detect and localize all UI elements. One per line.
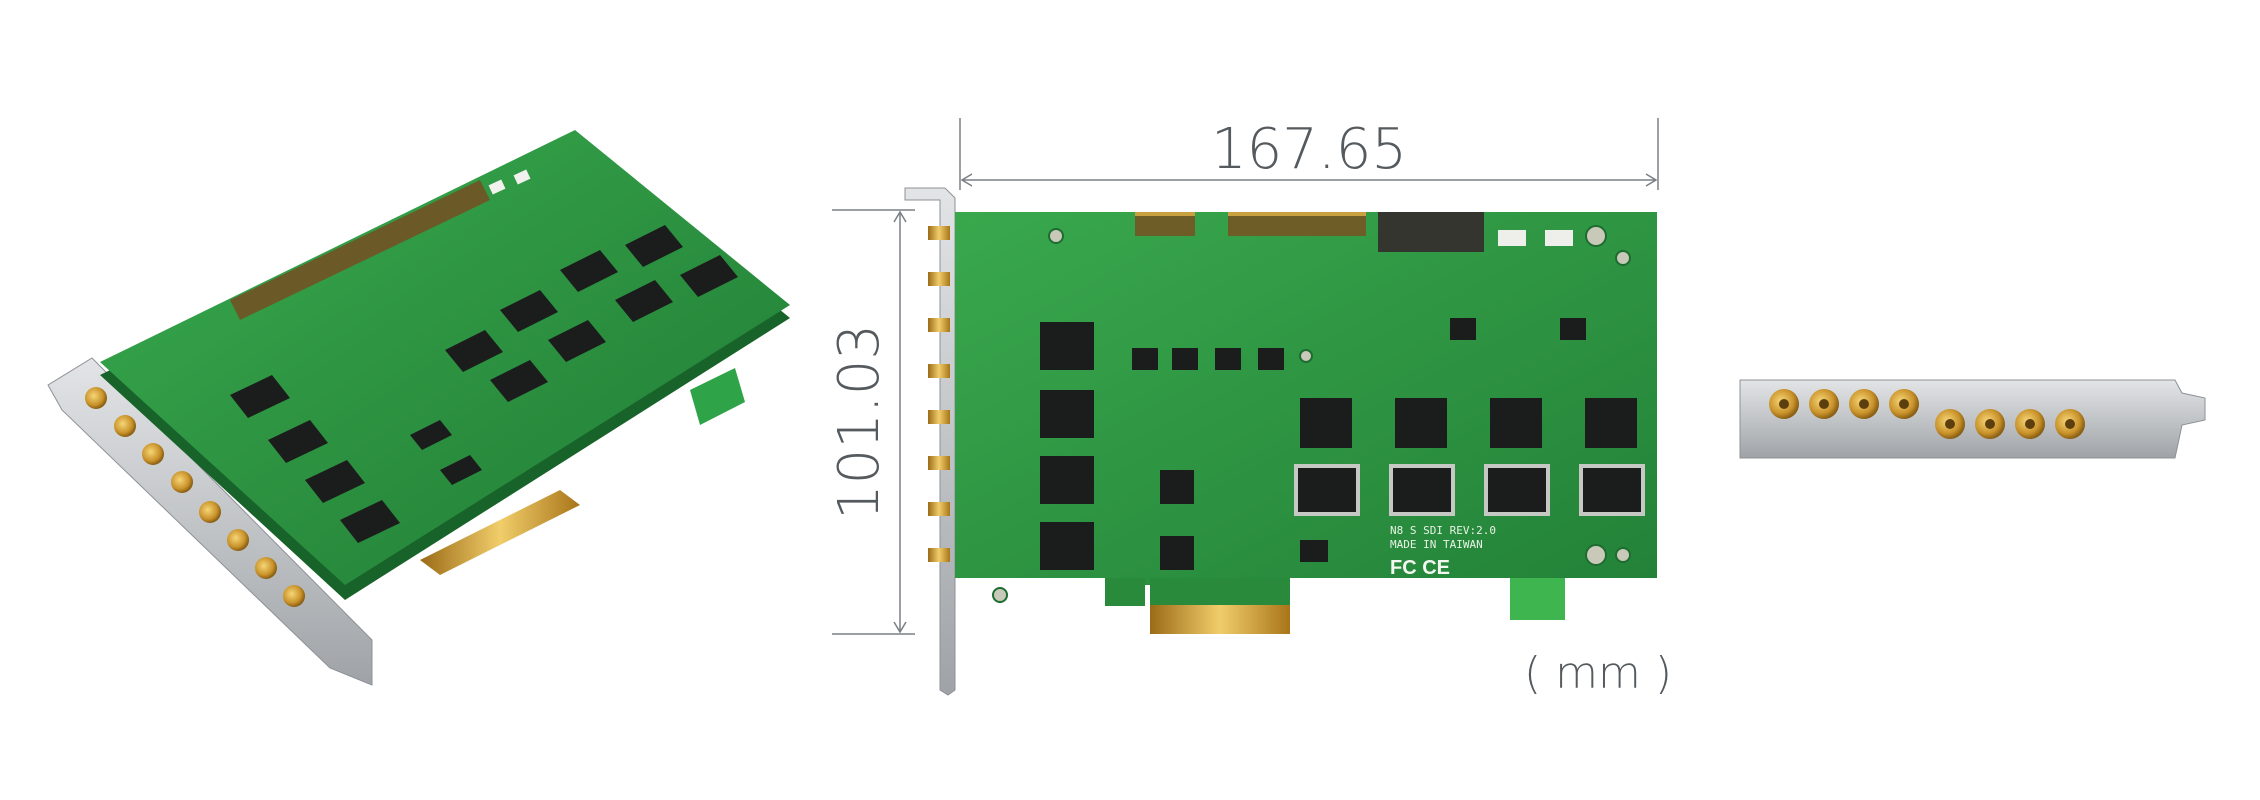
flat-sma-connectors (928, 226, 950, 562)
iso-chips (230, 225, 738, 543)
iso-board (100, 130, 790, 585)
left-column-chips (1040, 322, 1094, 570)
silkscreen-model: N8 S SDI REV:2.0 (1390, 524, 1496, 537)
iso-header-pins (230, 180, 490, 320)
misc-chips (1160, 318, 1586, 570)
silkscreen-cert-marks: FC CE (1390, 557, 1450, 579)
dimensioned-card-drawing: 167.65 101.03 ( mm ) (827, 117, 1672, 699)
white-connector-1 (1498, 230, 1526, 246)
header-pins (1135, 212, 1484, 252)
main-chip-grid (1294, 398, 1645, 516)
isometric-card-photo (47, 130, 790, 686)
height-label: 101.03 (827, 324, 892, 520)
unit-label: ( mm ) (1524, 648, 1672, 699)
width-label: 167.65 (1211, 117, 1407, 182)
bracket-sma-connectors (1769, 389, 2085, 439)
iso-pcie-fingers (420, 490, 580, 575)
small-row-chips (1132, 348, 1284, 370)
white-connector-2 (1545, 230, 1573, 246)
iso-connector-1 (488, 179, 506, 195)
height-dimension (832, 209, 915, 635)
flat-bracket (904, 187, 956, 696)
iso-connector-2 (513, 169, 531, 185)
width-dimension (959, 118, 1659, 190)
silkscreen-origin: MADE IN TAIWAN (1390, 538, 1483, 551)
bracket-face-photo (1739, 379, 2206, 459)
bracket-plate (1739, 379, 2206, 459)
green-tab (1510, 578, 1565, 620)
mounting-holes (992, 225, 1631, 603)
pcie-edge-connector (1105, 578, 1290, 634)
iso-sma-connectors (85, 387, 305, 607)
iso-green-tab (690, 368, 745, 425)
